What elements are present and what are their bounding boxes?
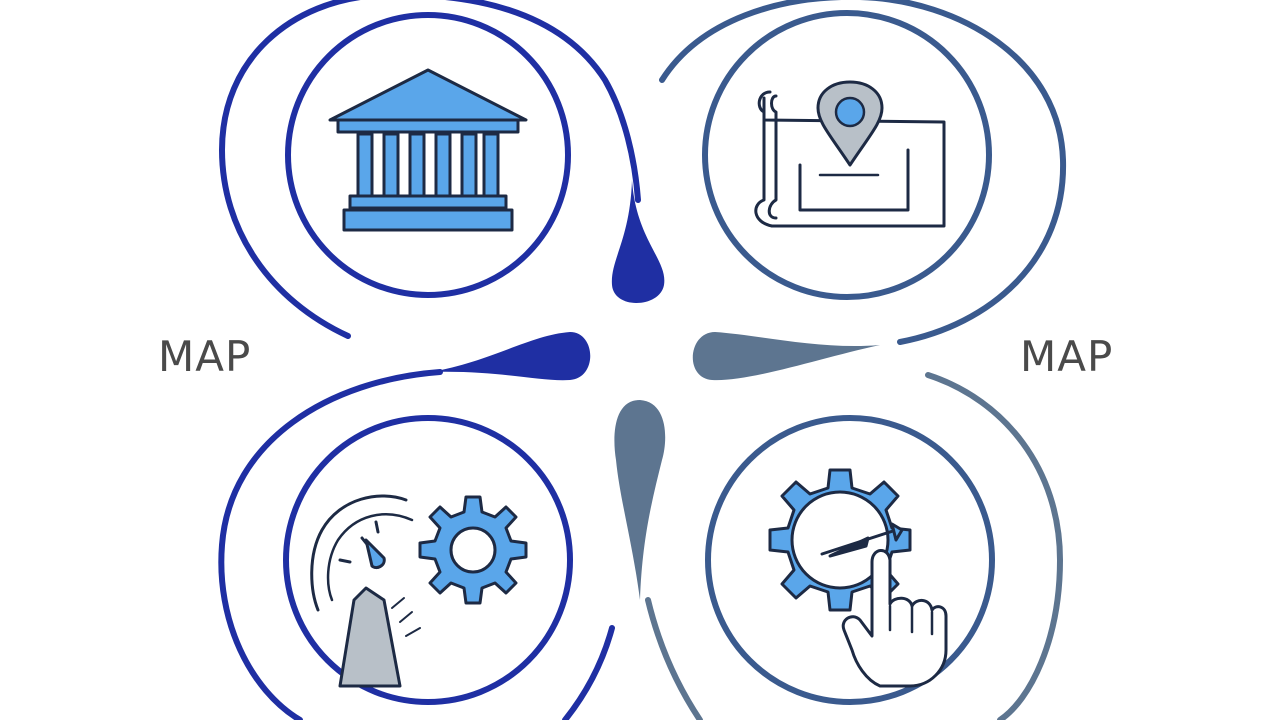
teardrop-left <box>430 332 591 381</box>
teardrop-connectors <box>430 180 880 600</box>
swirl-arcs <box>218 0 1067 720</box>
swirl-arc-bottom-right-tail <box>645 597 703 720</box>
gear-dial-pointer-hand-icon <box>768 468 948 688</box>
swirl-arc-bottom-left <box>218 369 443 720</box>
swirl-arc-top-right <box>659 0 1067 345</box>
map-label-left: MAP <box>158 332 252 381</box>
map-label-right: MAP <box>1020 332 1114 381</box>
teardrop-top <box>611 180 665 304</box>
teardrop-bottom <box>614 400 666 600</box>
gauge-outline <box>310 494 408 612</box>
swirl-arc-top-left <box>218 0 641 339</box>
swirl-arc-bottom-right <box>925 372 1064 720</box>
gauge-gear-icon <box>310 494 528 688</box>
pointing-hand-icon <box>841 549 948 688</box>
teardrop-right <box>692 332 880 381</box>
gauge-stand <box>338 586 402 688</box>
swirl-arc-bottom-left-tail <box>562 625 615 720</box>
bank-building-icon <box>328 68 528 232</box>
circle-top-left <box>285 12 571 298</box>
map-location-pin-icon <box>754 80 946 228</box>
circle-bottom-left <box>283 415 573 705</box>
